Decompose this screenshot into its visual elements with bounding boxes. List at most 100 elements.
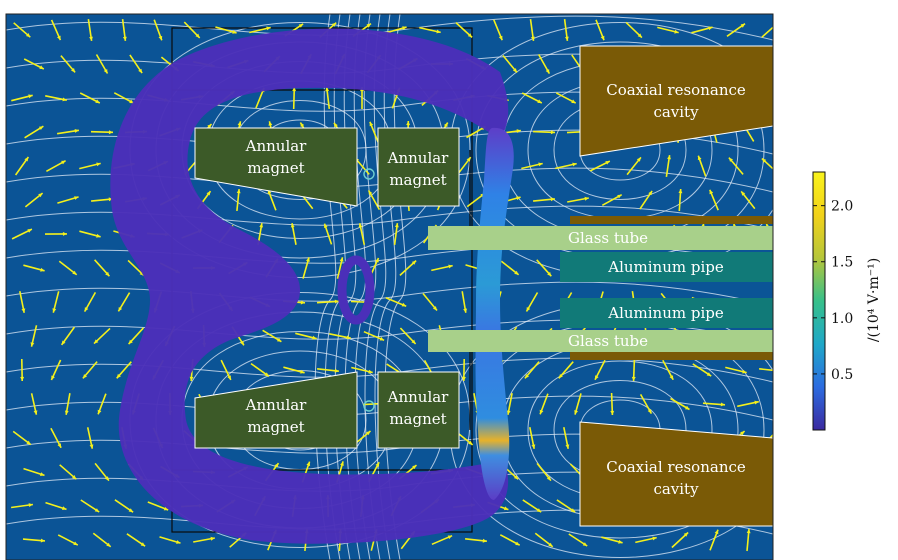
magnet-ll-label-2: magnet bbox=[247, 418, 304, 436]
field-arrow bbox=[556, 499, 576, 513]
field-arrow bbox=[524, 361, 540, 379]
field-arrow bbox=[351, 366, 373, 374]
plasma-column bbox=[475, 127, 514, 500]
field-arrow bbox=[249, 26, 271, 34]
field-arrow bbox=[567, 196, 589, 203]
field-arrow bbox=[465, 538, 487, 543]
field-arrow bbox=[117, 292, 131, 312]
field-arrow bbox=[126, 533, 146, 547]
field-arrow bbox=[522, 499, 542, 513]
field-arrow bbox=[529, 18, 535, 42]
cavity-bottom-label-1: Coaxial resonance bbox=[606, 458, 746, 476]
field-arrow bbox=[183, 21, 201, 39]
colorbar-tick-label: 1.0 bbox=[831, 311, 853, 327]
field-arrow bbox=[657, 26, 679, 34]
streamline bbox=[6, 15, 773, 41]
field-arrow bbox=[670, 397, 690, 411]
cavity-top: Coaxial resonance cavity bbox=[579, 45, 773, 157]
field-arrow bbox=[13, 22, 31, 38]
field-arrow bbox=[726, 23, 746, 37]
field-arrow bbox=[534, 532, 554, 548]
streamline bbox=[501, 341, 739, 519]
colorbar: 2.01.51.00.5 /(10⁴ V·m⁻¹) bbox=[812, 171, 882, 431]
aluminum-pipe-bottom: Aluminum pipe bbox=[560, 298, 773, 328]
field-arrow bbox=[574, 393, 582, 415]
field-arrow bbox=[290, 223, 297, 245]
magnet-lr-label-2: magnet bbox=[389, 410, 446, 428]
field-arrow bbox=[728, 157, 744, 175]
streamline bbox=[233, 370, 367, 470]
field-arrow bbox=[30, 393, 38, 415]
field-arrow bbox=[60, 326, 76, 346]
magnet-upper-left: Annular magnet bbox=[194, 127, 358, 207]
field-arrow bbox=[691, 26, 713, 34]
field-arrow bbox=[385, 26, 407, 34]
field-arrow bbox=[455, 22, 473, 38]
field-arrow bbox=[635, 536, 657, 544]
field-arrow bbox=[121, 18, 127, 42]
field-arrow bbox=[393, 222, 399, 246]
field-arrow bbox=[295, 332, 317, 340]
field-arrow bbox=[23, 264, 45, 272]
magnet-ur-label-2: magnet bbox=[389, 171, 446, 189]
field-arrow bbox=[702, 402, 726, 407]
field-arrow bbox=[93, 327, 111, 345]
magnet-ll-label-1: Annular bbox=[245, 396, 308, 414]
field-arrow bbox=[24, 125, 44, 139]
field-arrow bbox=[14, 156, 30, 176]
field-arrow bbox=[22, 538, 46, 543]
glass-tube-bottom-label: Glass tube bbox=[568, 332, 648, 350]
field-arrow bbox=[563, 427, 570, 449]
field-arrow bbox=[215, 26, 237, 34]
field-arrow bbox=[555, 92, 577, 104]
colorbar-tick-label: 0.5 bbox=[831, 367, 853, 383]
field-arrow bbox=[709, 189, 719, 211]
field-arrow bbox=[128, 327, 144, 345]
magnet-upper-right: Annular magnet bbox=[377, 127, 460, 207]
field-arrow bbox=[399, 260, 417, 276]
field-arrow bbox=[537, 54, 551, 74]
field-arrow bbox=[94, 462, 110, 482]
field-arrow bbox=[761, 157, 773, 170]
field-arrow bbox=[539, 393, 549, 415]
field-arrow bbox=[10, 503, 34, 509]
field-arrow bbox=[737, 400, 759, 408]
field-arrow bbox=[761, 26, 773, 38]
field-arrow bbox=[302, 257, 310, 279]
field-arrow bbox=[19, 291, 26, 313]
field-arrow bbox=[563, 18, 569, 42]
field-arrow bbox=[91, 197, 113, 202]
field-arrow bbox=[79, 230, 101, 238]
field-arrow bbox=[90, 130, 114, 135]
field-arrow bbox=[740, 190, 756, 210]
field-arrow bbox=[329, 333, 351, 340]
field-arrow bbox=[589, 160, 611, 172]
field-arrow bbox=[399, 327, 417, 345]
field-arrow bbox=[23, 58, 45, 70]
magnet-gap-ring-bottom bbox=[363, 400, 375, 412]
colorbar-ticks: 2.01.51.00.5 bbox=[813, 199, 853, 383]
field-arrow bbox=[82, 361, 98, 379]
field-arrow bbox=[95, 54, 109, 74]
field-arrow bbox=[525, 292, 539, 312]
field-arrow bbox=[325, 87, 331, 109]
field-arrow bbox=[316, 299, 340, 304]
field-arrow bbox=[57, 196, 79, 204]
field-arrow bbox=[431, 264, 453, 272]
assembly-frame-bottom bbox=[570, 352, 773, 360]
field-arrow bbox=[594, 359, 606, 381]
field-arrow bbox=[87, 18, 93, 42]
field-arrow bbox=[369, 121, 379, 143]
field-arrow bbox=[44, 232, 68, 236]
field-arrow bbox=[759, 368, 773, 372]
field-arrow bbox=[532, 130, 556, 135]
field-arrow bbox=[11, 94, 33, 102]
field-arrow bbox=[153, 19, 163, 41]
field-arrow bbox=[595, 19, 605, 41]
field-arrow bbox=[114, 499, 134, 513]
field-arrow bbox=[50, 427, 62, 449]
field-arrow bbox=[283, 366, 305, 374]
field-arrow bbox=[50, 19, 62, 41]
plot-frame bbox=[5, 13, 774, 560]
